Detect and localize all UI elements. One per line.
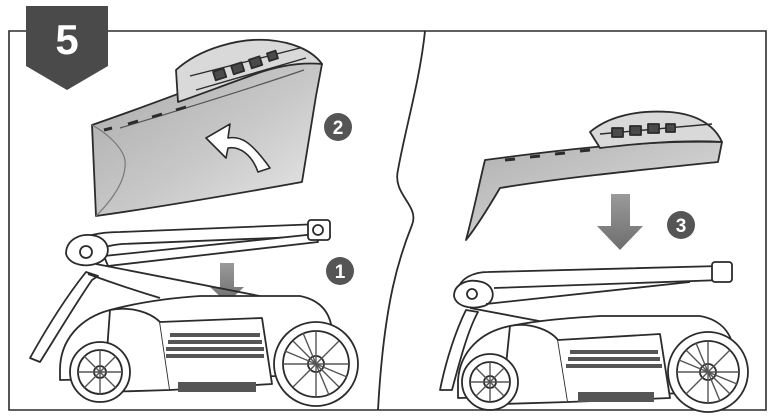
callout-2-label: 2 bbox=[333, 118, 344, 139]
callout-3-label: 3 bbox=[676, 216, 687, 237]
callout-3: 3 bbox=[667, 211, 695, 239]
lawn-mower-right bbox=[439, 261, 749, 413]
lawn-mower-left bbox=[29, 219, 359, 407]
callout-1: 1 bbox=[326, 257, 354, 285]
callout-2: 2 bbox=[324, 113, 352, 141]
step-number: 5 bbox=[55, 16, 78, 63]
callout-1-label: 1 bbox=[335, 262, 346, 283]
panel-frame bbox=[8, 30, 767, 411]
panel-divider bbox=[377, 30, 426, 411]
mower-vent-grille-left bbox=[166, 333, 264, 358]
down-arrow-icon bbox=[210, 263, 244, 303]
mower-vent-grille-right bbox=[566, 350, 662, 368]
step-badge: 5 bbox=[26, 6, 108, 90]
grass-catcher-right bbox=[465, 110, 723, 241]
down-arrow-icon-right bbox=[597, 194, 643, 250]
grass-catcher-left bbox=[91, 38, 323, 217]
curved-arrow-icon bbox=[205, 123, 271, 173]
